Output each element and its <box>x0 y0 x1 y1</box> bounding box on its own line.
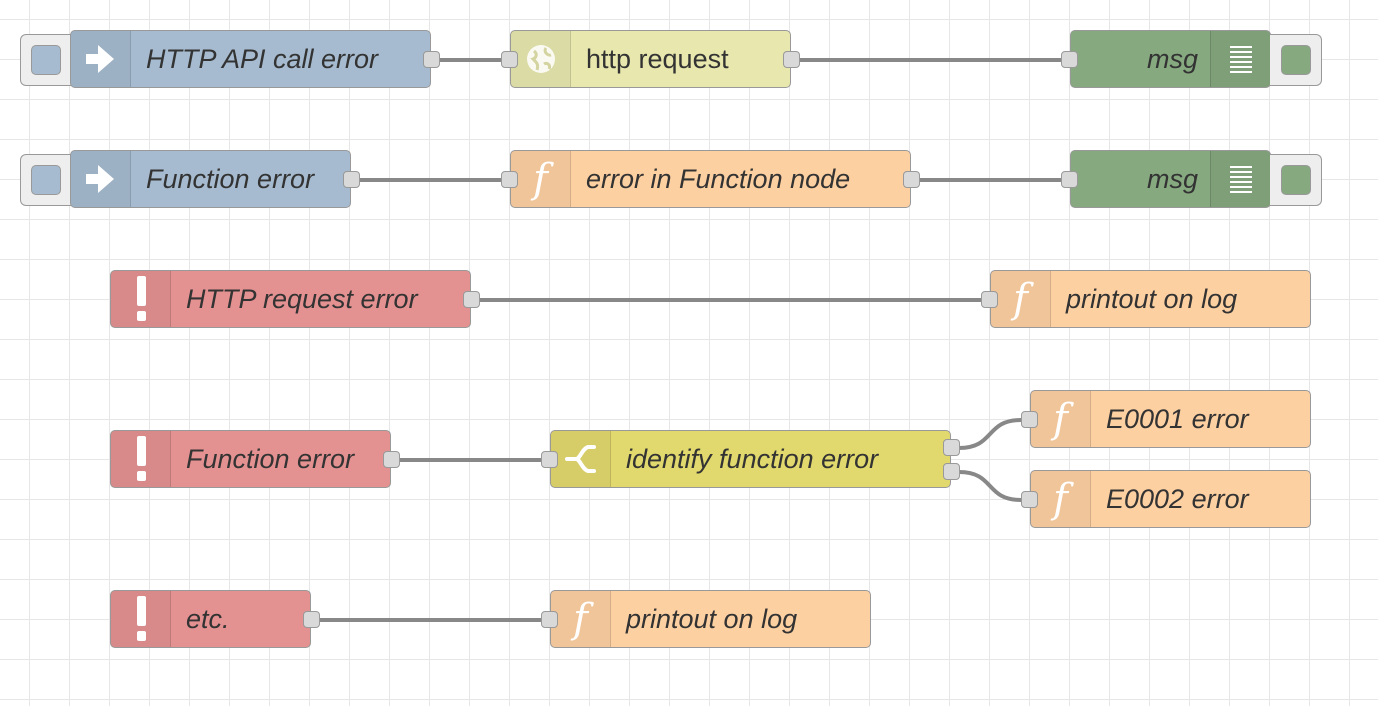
wire-identify-to-e0001 <box>958 418 1022 450</box>
node-label: HTTP API call error <box>146 43 379 74</box>
exclamation-icon <box>111 591 171 647</box>
link-in-arrow-icon <box>71 151 131 207</box>
function-icon: f <box>1031 471 1091 527</box>
debug-list-icon <box>1210 31 1270 87</box>
node-printout-on-log-2[interactable]: f printout on log <box>541 590 871 648</box>
wire-identify-to-e0002 <box>958 470 1022 502</box>
node-label: msg <box>1146 163 1198 194</box>
function-icon: f <box>511 151 571 207</box>
output-port[interactable] <box>383 451 400 468</box>
node-debug-msg-1[interactable]: msg <box>1061 30 1271 88</box>
switch-icon <box>551 431 611 487</box>
node-label: identify function error <box>626 443 879 474</box>
globe-icon <box>511 31 571 87</box>
node-error-in-function-node[interactable]: f error in Function node <box>501 150 920 208</box>
node-label: HTTP request error <box>186 283 418 314</box>
node-label: Function error <box>186 443 355 474</box>
output-port[interactable] <box>343 171 360 188</box>
node-function-error[interactable]: Function error <box>110 430 400 488</box>
output-port-1[interactable] <box>943 439 960 456</box>
node-label: E0002 error <box>1106 483 1249 514</box>
input-port[interactable] <box>1061 51 1078 68</box>
input-port[interactable] <box>501 171 518 188</box>
debug-toggle-button[interactable] <box>1270 34 1322 86</box>
node-label: msg <box>1146 43 1198 74</box>
debug-list-icon <box>1210 151 1270 207</box>
input-port[interactable] <box>1061 171 1078 188</box>
node-http-request[interactable]: http request <box>501 30 800 88</box>
node-debug-msg-2[interactable]: msg <box>1061 150 1271 208</box>
node-label: E0001 error <box>1106 403 1249 434</box>
node-etc[interactable]: etc. <box>110 590 320 648</box>
node-label: printout on log <box>1066 283 1238 314</box>
inject-button[interactable] <box>20 154 72 206</box>
function-icon: f <box>1031 391 1091 447</box>
node-http-request-error[interactable]: HTTP request error <box>110 270 480 328</box>
node-label: etc. <box>186 603 230 634</box>
input-port[interactable] <box>541 611 558 628</box>
node-e0001-error[interactable]: f E0001 error <box>1021 390 1311 448</box>
output-port[interactable] <box>423 51 440 68</box>
input-port[interactable] <box>541 451 558 468</box>
node-catch-function-error[interactable]: Function error <box>70 150 360 208</box>
output-port[interactable] <box>783 51 800 68</box>
node-e0002-error[interactable]: f E0002 error <box>1021 470 1311 528</box>
debug-toggle-inner[interactable] <box>1281 45 1311 75</box>
inject-button-inner[interactable] <box>31 165 61 195</box>
node-catch-http-api-call-error[interactable]: HTTP API call error <box>70 30 440 88</box>
input-port[interactable] <box>1021 491 1038 508</box>
output-port[interactable] <box>903 171 920 188</box>
input-port[interactable] <box>501 51 518 68</box>
node-label: Function error <box>146 163 315 194</box>
node-label: http request <box>586 43 729 74</box>
output-port[interactable] <box>463 291 480 308</box>
node-label: error in Function node <box>586 163 851 194</box>
inject-button-inner[interactable] <box>31 45 61 75</box>
input-port[interactable] <box>1021 411 1038 428</box>
inject-button[interactable] <box>20 34 72 86</box>
node-printout-on-log-1[interactable]: f printout on log <box>981 270 1311 328</box>
link-in-arrow-icon <box>71 31 131 87</box>
function-icon: f <box>551 591 611 647</box>
input-port[interactable] <box>981 291 998 308</box>
debug-toggle-inner[interactable] <box>1281 165 1311 195</box>
output-port[interactable] <box>303 611 320 628</box>
debug-toggle-button[interactable] <box>1270 154 1322 206</box>
exclamation-icon <box>111 271 171 327</box>
function-icon: f <box>991 271 1051 327</box>
node-identify-function-error[interactable]: identify function error <box>541 430 960 488</box>
exclamation-icon <box>111 431 171 487</box>
output-port-2[interactable] <box>943 463 960 480</box>
node-label: printout on log <box>626 603 798 634</box>
